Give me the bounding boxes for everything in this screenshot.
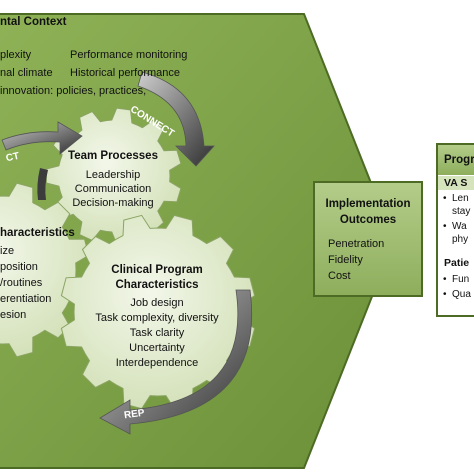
rep-arrow	[99, 289, 253, 435]
va-item-4: phy	[452, 234, 469, 245]
implementation-title-line1: Implementation	[325, 198, 411, 210]
team-item-leadership: Leadership	[85, 169, 141, 181]
implementation-item-cost: Cost	[328, 270, 351, 282]
connect-arrow	[137, 71, 215, 167]
va-section-label: VA S	[444, 177, 468, 189]
characteristics-item-3: /routines	[0, 277, 43, 289]
implementation-item-fidelity: Fidelity	[328, 254, 363, 266]
program-header-band	[438, 145, 474, 175]
characteristics-title: haracteristics	[0, 227, 75, 239]
team-item-decision-making: Decision-making	[72, 197, 154, 209]
characteristics-item-5: esion	[0, 309, 27, 321]
characteristics-item-2: position	[0, 261, 38, 273]
gear-shape	[60, 214, 256, 410]
left-vertical-arrow	[37, 168, 48, 200]
va-item-3: Wa	[452, 221, 467, 232]
characteristics-item-4: erentiation	[0, 293, 52, 305]
va-bullet-1: •	[443, 193, 447, 204]
program-title: Progr	[444, 154, 474, 166]
clinical-program-gear	[60, 214, 256, 410]
clinical-item-job-design: Job design	[130, 297, 184, 309]
patient-bullet-1: •	[443, 274, 447, 285]
left-cycle-arrow	[1, 121, 83, 155]
patient-item-1: Fun	[452, 274, 470, 285]
clinical-item-uncertainty: Uncertainty	[129, 342, 185, 354]
patient-item-2: Qua	[452, 289, 471, 300]
va-item-2: stay	[452, 206, 471, 217]
context-title: ntal Context	[0, 16, 67, 28]
clinical-item-interdependence: Interdependence	[115, 357, 199, 369]
va-bullet-2: •	[443, 221, 447, 232]
clinical-item-task-complexity: Task complexity, diversity	[95, 312, 219, 324]
context-item-1: plexity	[0, 49, 32, 61]
clinical-title-line1: Clinical Program	[111, 264, 203, 276]
context-item-2: nal climate	[0, 67, 53, 79]
patient-bullet-2: •	[443, 289, 447, 300]
characteristics-gear	[0, 182, 90, 358]
team-processes-title: Team Processes	[68, 150, 158, 162]
context-item-3: innovation: policies, practices,	[0, 85, 147, 97]
va-section-band	[438, 176, 474, 190]
implementation-title-line2: Outcomes	[339, 214, 397, 226]
implementation-outcomes-box	[313, 181, 423, 297]
team-item-communication: Communication	[74, 183, 152, 195]
clinical-item-task-clarity: Task clarity	[129, 327, 185, 339]
implementation-item-penetration: Penetration	[328, 238, 385, 250]
context-item-historical-performance: Historical performance	[70, 67, 181, 79]
clinical-title-line2: Characteristics	[115, 279, 199, 291]
context-item-performance-monitoring: Performance monitoring	[70, 49, 188, 61]
patient-section-label: Patie	[444, 257, 470, 269]
characteristics-item-1: ize	[0, 245, 15, 257]
gear-shape	[0, 182, 90, 358]
va-item-1: Len	[452, 193, 469, 204]
